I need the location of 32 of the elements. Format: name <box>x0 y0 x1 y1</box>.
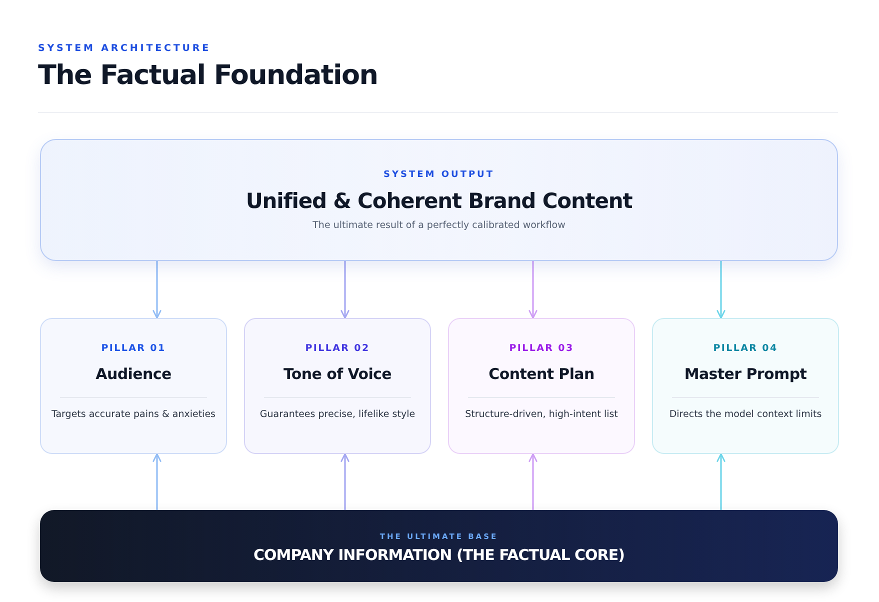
pillar-card <box>652 318 839 454</box>
description: Structure-driven, high-intent list <box>464 408 619 422</box>
kicker-text: PILLAR 02 <box>304 343 371 354</box>
description: Targets accurate pains & anxieties <box>51 408 216 422</box>
arrow <box>340 453 350 511</box>
heading: Content Plan <box>488 365 596 383</box>
heading: Audience <box>94 365 172 383</box>
description: Directs the model context limits <box>668 408 823 422</box>
arrow <box>716 453 726 511</box>
arrow <box>340 260 350 319</box>
pillar-card <box>448 318 635 454</box>
arrow <box>528 260 538 319</box>
kicker-text: PILLAR 03 <box>508 343 575 354</box>
kicker-text: SYSTEM ARCHITECTURE <box>38 43 211 54</box>
arrow <box>528 453 538 511</box>
kicker-text: PILLAR 01 <box>100 343 167 354</box>
kicker-text: PILLAR 04 <box>712 343 779 354</box>
subtitle: The ultimate result of a perfectly calibrated workflow <box>312 220 566 231</box>
output-card <box>40 139 838 261</box>
kicker-text: SYSTEM OUTPUT <box>382 170 496 180</box>
heading: Master Prompt <box>683 365 808 383</box>
arrow <box>152 260 162 319</box>
description: Guarantees precise, lifelike style <box>258 408 416 422</box>
arrow <box>716 260 726 319</box>
heading: Unified & Coherent Brand Content <box>244 189 634 213</box>
pillar-card <box>244 318 431 454</box>
pillar-card <box>40 318 227 454</box>
arrow <box>152 453 162 511</box>
title: The Factual Foundation <box>38 60 378 91</box>
base-banner <box>40 510 838 582</box>
heading: Tone of Voice <box>282 365 393 383</box>
heading: COMPANY INFORMATION (THE FACTUAL CORE) <box>252 546 626 564</box>
